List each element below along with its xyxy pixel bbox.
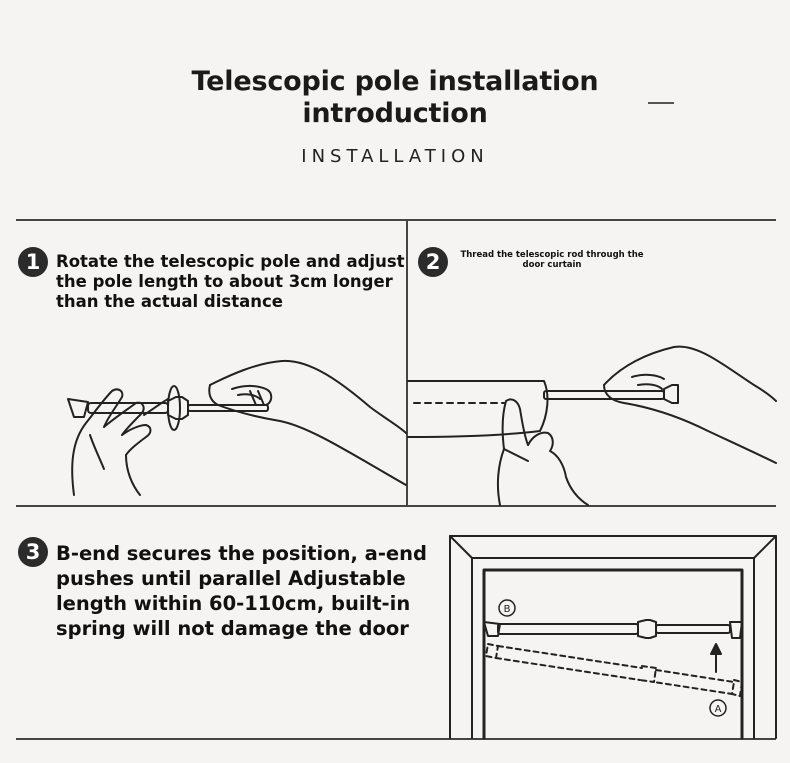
step-3-text: B-end secures the position, a-end pushes… (56, 542, 427, 640)
step-1-text: Rotate the telescopic pole and adjust th… (56, 252, 405, 311)
page-title: Telescopic pole installation introductio… (0, 66, 790, 130)
section-subtitle: INSTALLATION (301, 146, 489, 167)
step-2-illustration (407, 345, 777, 506)
a-end-label: A (715, 704, 722, 715)
title-line-1: Telescopic pole installation (191, 66, 599, 97)
title-line-2: introduction (302, 98, 488, 129)
divider-bottom (16, 738, 776, 740)
divider-middle (16, 505, 776, 507)
step-2-badge: 2 (418, 247, 448, 277)
divider-vertical (406, 219, 408, 507)
step-2-text: Thread the telescopic rod through the do… (460, 250, 644, 270)
step-3-badge: 3 (18, 537, 48, 567)
step-1-badge: 1 (18, 247, 48, 277)
step-1-illustration (67, 359, 407, 496)
decorative-dash (648, 102, 674, 104)
step-3-door-illustration: B A (449, 535, 777, 740)
divider-top (16, 219, 776, 221)
b-end-label: B (504, 604, 511, 615)
